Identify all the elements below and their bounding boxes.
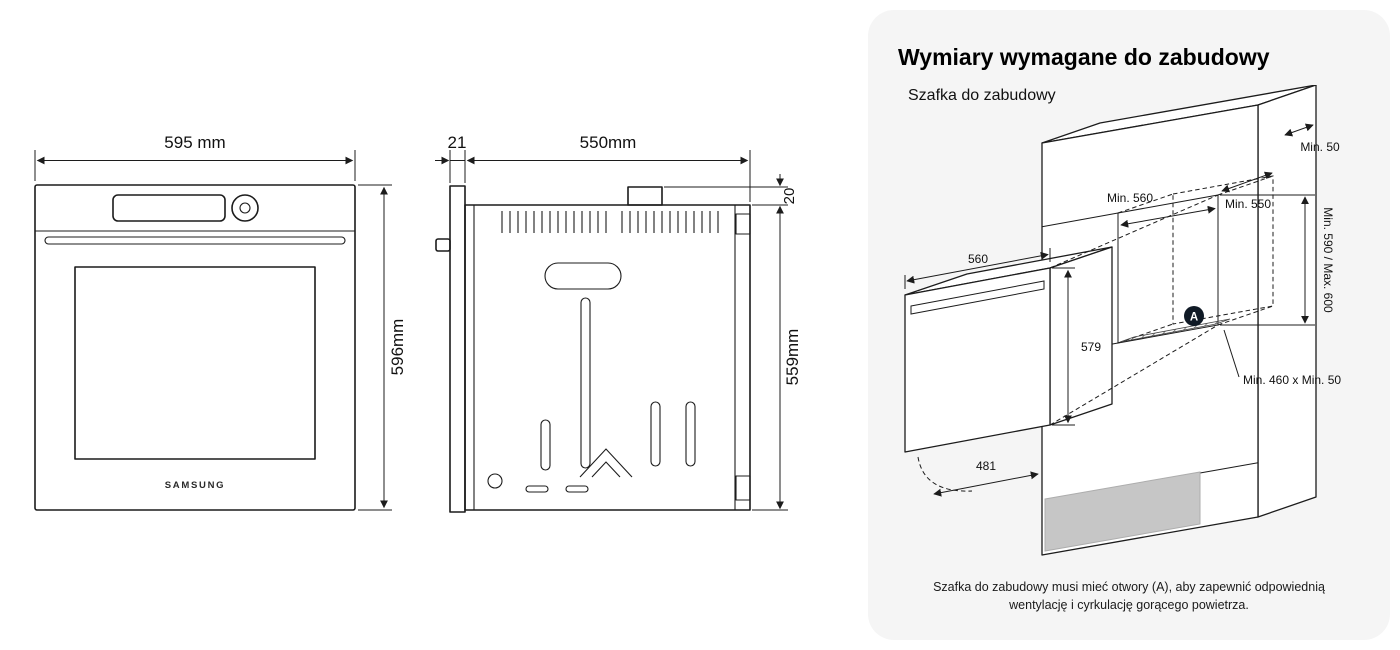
footnote-line-2: wentylację i cyrkulację gorącego powietr…: [1009, 597, 1249, 612]
niche-depth-arrow: [1221, 171, 1273, 193]
vent-leader-line: [1223, 329, 1240, 378]
side-top-offset-label: 20: [781, 188, 798, 205]
vent-opening-label: Min. 460 x Min. 50: [1243, 373, 1341, 387]
card-subtitle: Szafka do zabudowy: [908, 87, 1056, 104]
front-width-dimension: [34, 150, 356, 181]
oven-front-view-drawing: 595 mm SAMSUNG 596mm: [34, 133, 407, 511]
card-title: Wymiary wymagane do zabudowy: [898, 44, 1270, 70]
vent-badge: A: [1184, 306, 1204, 326]
oven-handle: [910, 280, 1045, 315]
oven-side-view-drawing: 21 550mm: [435, 133, 802, 513]
side-height-label: 559mm: [783, 329, 802, 386]
card-footnote: Szafka do zabudowy musi mieć otwory (A),…: [868, 578, 1390, 614]
door-swing-arc: [917, 456, 973, 492]
built-in-dimensions-card: Wymiary wymagane do zabudowy Szafka do z…: [868, 10, 1390, 640]
niche-depth-label: Min. 550: [1225, 197, 1271, 211]
side-panel-depth-label: 21: [448, 133, 467, 152]
oven-front-outline: [34, 184, 356, 511]
oven-height-dimension: [1052, 267, 1075, 426]
samsung-logo: SAMSUNG: [165, 480, 225, 491]
door-open-arrow: [933, 471, 1039, 497]
side-top-dimensions: [435, 150, 751, 202]
cabinet-plinth: [1044, 471, 1201, 552]
niche-width-label: Min. 560: [1107, 191, 1153, 205]
rear-gap-label: Min. 50: [1300, 140, 1340, 154]
oven-width-dimension: [904, 248, 1051, 289]
front-width-dim-label: 595 mm: [164, 133, 225, 152]
oven-side-outline: [435, 185, 751, 513]
footnote-line-1: Szafka do zabudowy musi mieć otwory (A),…: [933, 579, 1325, 594]
rear-gap-arrow: [1284, 123, 1314, 137]
cabinet-isometric-drawing: A Min. 590 / Max. 600 Min. 560 Min. 550 …: [904, 85, 1341, 556]
vent-badge-label: A: [1190, 312, 1198, 324]
front-height-dim-label: 596mm: [388, 319, 407, 376]
side-depth-label: 550mm: [580, 133, 637, 152]
niche-height-label: Min. 590 / Max. 600: [1321, 207, 1335, 313]
front-height-dimension: [358, 184, 392, 511]
side-vents-and-slots: [487, 211, 719, 493]
side-right-dimensions: [664, 174, 788, 511]
oven-width-label: 560: [968, 252, 988, 266]
door-open-label: 481: [976, 459, 996, 473]
insertion-guides: [1049, 194, 1219, 426]
ventilation-opening-hatch: [1119, 318, 1231, 343]
oven-height-label: 579: [1081, 340, 1101, 354]
niche-height-dimension: [1220, 194, 1315, 326]
